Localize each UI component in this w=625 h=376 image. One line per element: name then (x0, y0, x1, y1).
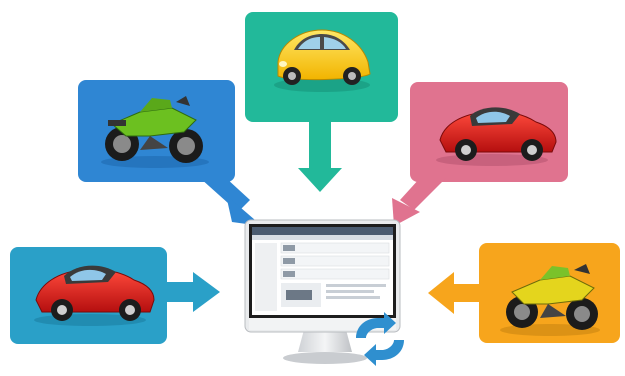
green-motorcycle-icon (101, 96, 209, 168)
arrow-left-icon (428, 272, 454, 314)
desktop-monitor (244, 219, 401, 364)
red-sports-car-left-icon (34, 265, 155, 326)
arrow-diagonal-icon (392, 198, 420, 226)
refresh-arrows-icon (356, 312, 404, 366)
arrow-down-icon (298, 168, 342, 192)
yellow-car-icon (274, 29, 371, 92)
yellow-motorcycle-icon (500, 264, 600, 336)
arrow-right-icon (193, 272, 220, 312)
vehicle-listing-screen (252, 227, 393, 315)
red-sports-car-icon (436, 107, 557, 166)
arrow-diagonal-icon (226, 195, 262, 226)
